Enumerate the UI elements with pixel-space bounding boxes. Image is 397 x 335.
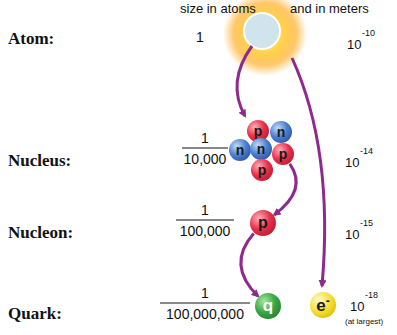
meter-exponent: -15 [360, 219, 373, 228]
row-name: Quark: [8, 305, 62, 322]
neutron-sphere: n [250, 138, 272, 160]
particle-symbol: q [263, 296, 273, 315]
proton-sphere: p [251, 159, 273, 181]
particle-symbol: n [236, 142, 245, 158]
fraction-denominator: 100,000 [180, 224, 231, 238]
column-heading: and in meters [290, 2, 369, 15]
fraction-numerator: 1 [201, 286, 209, 300]
row-name: Atom: [8, 30, 54, 47]
size-value: 1 [196, 30, 204, 44]
particle-symbol: p [258, 214, 268, 231]
meter-base: 10 [345, 228, 359, 241]
meter-exponent: -14 [360, 147, 373, 156]
neutron-sphere: n [229, 139, 251, 161]
row-name: Nucleon: [8, 224, 73, 241]
fraction-denominator: 100,000,000 [166, 307, 244, 321]
row-name: Nucleus: [8, 152, 71, 169]
quark-sphere: q [255, 293, 281, 319]
particle-symbol: p [258, 162, 267, 178]
meter-exponent: -10 [362, 29, 375, 38]
zoom-arrow [274, 164, 296, 215]
fraction-bar [182, 148, 228, 149]
fraction-numerator: 1 [201, 131, 209, 145]
fraction-numerator: 1 [201, 203, 209, 217]
particle-symbol: n [277, 124, 286, 140]
proton-sphere: p [272, 143, 294, 165]
proton-sphere: p [250, 210, 276, 236]
fraction-denominator: 10,000 [184, 152, 227, 166]
column-heading: size in atoms [180, 2, 256, 15]
particle-symbol: n [257, 141, 266, 157]
fraction-bar [176, 220, 234, 221]
neutron-sphere: n [270, 121, 292, 143]
fraction-bar [160, 303, 250, 304]
particle-symbol: p [254, 123, 263, 139]
zoom-arrow [292, 58, 325, 286]
meter-base: 10 [345, 156, 359, 169]
atom-core [244, 13, 280, 49]
zoom-arrow [237, 46, 252, 116]
meter-base: 10 [347, 38, 361, 51]
charge-sign: - [326, 294, 330, 308]
meter-base: 10 [350, 300, 364, 313]
particle-symbol: p [279, 146, 288, 162]
meter-exponent: -18 [365, 291, 378, 300]
note: (at largest) [345, 318, 383, 326]
particle-symbol: e [316, 296, 325, 315]
zoom-arrow [241, 234, 258, 297]
electron-sphere: e- [310, 292, 336, 318]
